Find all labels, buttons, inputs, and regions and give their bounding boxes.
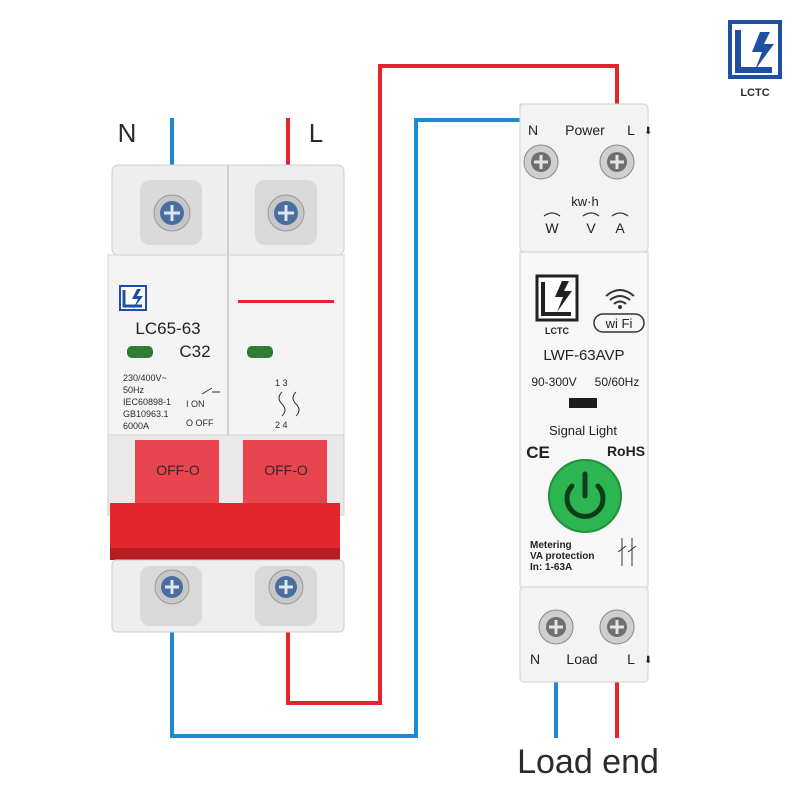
- signal-light-indicator: [569, 398, 597, 408]
- meter-load-label: Load: [566, 651, 597, 667]
- meter-voltage-range: 90-300V: [531, 375, 576, 389]
- breaker-top-screw-right: [267, 194, 305, 232]
- rohs-mark: RoHS: [607, 443, 645, 459]
- power-icon: [564, 471, 606, 519]
- brand-logo: LCTC: [728, 20, 782, 99]
- breaker-handle-text-left: OFF-O: [156, 462, 200, 478]
- meter-unit-v: V: [586, 220, 596, 236]
- breaker-handle-left[interactable]: [135, 440, 219, 510]
- breaker-model: LC65-63: [135, 319, 200, 338]
- breaker-spec-1: 230/400V~: [123, 373, 167, 383]
- breaker-rating: C32: [179, 342, 210, 361]
- breaker-bottom-screw-right: [268, 569, 304, 605]
- breaker-off-label: O OFF: [186, 418, 214, 428]
- supply-live-label: L: [309, 118, 323, 148]
- supply-neutral-label: N: [118, 118, 137, 148]
- live-wire-breaker-to-meter: [286, 64, 619, 705]
- signal-light-label: Signal Light: [549, 423, 617, 438]
- brand-logo-text: LCTC: [740, 87, 769, 99]
- breaker-spec-4: GB10963.1: [123, 409, 169, 419]
- meter-frequency: 50/60Hz: [595, 375, 640, 389]
- meter-model: LWF-63AVP: [543, 347, 624, 364]
- breaker-pole-top-numbers: 1 3: [275, 378, 288, 388]
- meter-logo-text: LCTC: [545, 326, 569, 336]
- meter-bottom-live-label: L: [627, 651, 635, 667]
- meter-bottom-screw-right: [599, 609, 635, 645]
- meter-unit-w: W: [545, 220, 559, 236]
- meter-measure-title: kw·h: [571, 194, 598, 209]
- breaker-indicator-left: [127, 346, 153, 358]
- meter-power-label: Power: [565, 122, 605, 138]
- ground-arrow-icon-bottom: ⬇: [644, 655, 652, 666]
- breaker-indicator-right: [247, 346, 273, 358]
- meter-top-screw-left: [523, 144, 559, 180]
- meter-note-1: Metering: [530, 540, 572, 551]
- breaker-handle-right[interactable]: [243, 440, 327, 510]
- smart-meter: N Power L ⬇ kw·h W V A LCTC: [519, 103, 652, 683]
- meter-unit-a: A: [615, 220, 625, 236]
- circuit-breaker: LC65-63 C32 230/400V~ 50Hz IEC60898-1 GB…: [107, 164, 345, 633]
- ce-mark: CE: [526, 443, 550, 462]
- breaker-on-label: I ON: [186, 399, 205, 409]
- breaker-handle-text-right: OFF-O: [264, 462, 308, 478]
- wifi-label: wi Fi: [605, 316, 633, 331]
- breaker-top-screw-left: [153, 194, 191, 232]
- breaker-spec-3: IEC60898-1: [123, 397, 171, 407]
- meter-note-2: VA protection: [530, 551, 594, 562]
- breaker-bottom-screw-left: [154, 569, 190, 605]
- breaker-handle-bar[interactable]: [110, 503, 340, 548]
- meter-note-3: In: 1-63A: [530, 562, 572, 573]
- breaker-pole-bottom-numbers: 2 4: [275, 420, 288, 430]
- meter-top-neutral-label: N: [528, 122, 538, 138]
- breaker-spec-5: 6000A: [123, 421, 149, 431]
- relay-symbol-icon: [617, 538, 637, 566]
- meter-top-screw-right: [599, 144, 635, 180]
- meter-top-live-label: L: [627, 122, 635, 138]
- wifi-icon: [605, 289, 635, 309]
- breaker-spec-2: 50Hz: [123, 385, 145, 395]
- power-button[interactable]: [548, 459, 622, 533]
- meter-bottom-screw-left: [538, 609, 574, 645]
- ground-arrow-icon: ⬇: [644, 126, 652, 137]
- load-end-label: Load end: [517, 743, 659, 781]
- meter-bottom-neutral-label: N: [530, 651, 540, 667]
